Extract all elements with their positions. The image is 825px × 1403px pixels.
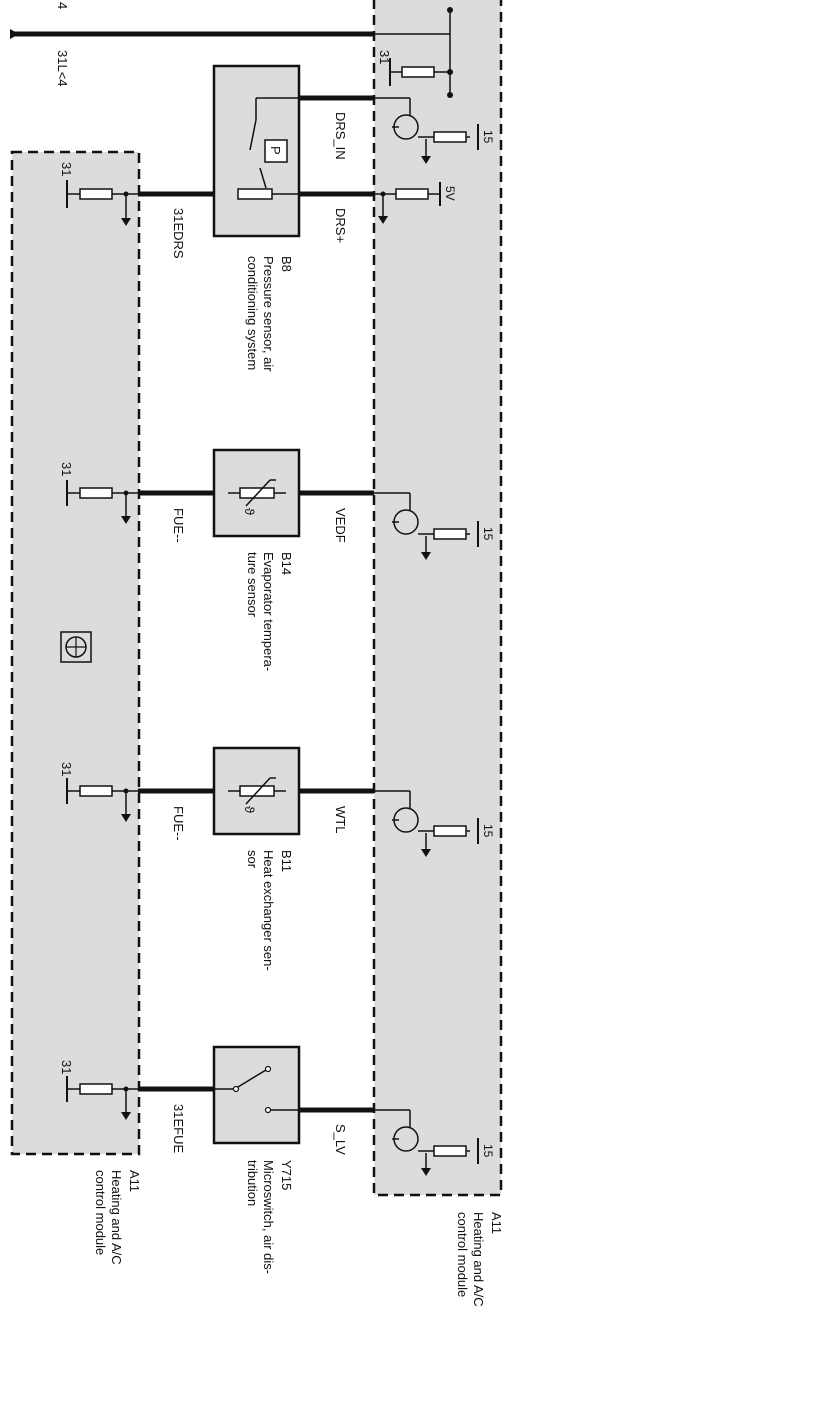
b11-left-ground: 31 <box>59 762 74 776</box>
b11-supply-15: 15 <box>481 824 495 838</box>
b14-symbol: ϑ <box>242 508 257 516</box>
top-ground-label: 31 <box>377 50 392 64</box>
top-cut-label-a: 31L<4 <box>55 50 70 87</box>
b8-ref: B8 <box>279 256 294 272</box>
b14-left-wire: FUE-- <box>171 508 186 543</box>
b8-name-line-1: Pressure sensor, air <box>261 256 276 372</box>
module-right-ref: A11 <box>489 1212 504 1234</box>
module-icon <box>60 631 92 663</box>
module-right-name-2: control module <box>455 1212 470 1297</box>
y715-name-line-2: tribution <box>245 1160 260 1206</box>
y715-supply-15: 15 <box>481 1144 495 1158</box>
y715-ref: Y715 <box>279 1160 294 1190</box>
top-cut-label-b: 4 <box>55 2 70 9</box>
b11-left-wire: FUE-- <box>171 806 186 841</box>
component-b8 <box>66 64 479 238</box>
b8-symbol: P <box>268 146 283 155</box>
b8-supply-5v: 5V <box>443 186 457 201</box>
component-b11 <box>66 746 479 857</box>
y715-left-wire: 31EFUE <box>171 1104 186 1153</box>
b14-name-line-1: Evaporator tempera- <box>261 552 276 671</box>
component-y715 <box>66 1045 479 1176</box>
top-bus <box>10 7 453 98</box>
module-right-box <box>372 0 503 1197</box>
b8-supply-15: 15 <box>481 130 495 144</box>
module-left-ref: A11 <box>127 1170 142 1192</box>
b14-supply-15: 15 <box>481 527 495 541</box>
b11-right-wire: WTL <box>333 806 348 833</box>
b8-left-ground: 31 <box>59 162 74 176</box>
b8-right-wire-2: DRS_IN <box>333 112 348 160</box>
b11-ref: B11 <box>279 850 294 872</box>
b8-left-wire: 31EDRS <box>171 208 186 259</box>
y715-left-ground: 31 <box>59 1060 74 1074</box>
b8-right-wire-1: DRS+ <box>333 208 348 243</box>
b14-right-wire: VEDF <box>333 508 348 543</box>
b14-left-ground: 31 <box>59 462 74 476</box>
component-b14 <box>66 448 479 560</box>
y715-right-wire: S_LV <box>333 1124 348 1155</box>
b14-ref: B14 <box>279 552 294 575</box>
b14-name-line-2: ture sensor <box>245 552 260 618</box>
b8-name-line-2: conditioning system <box>245 256 260 370</box>
b11-symbol: ϑ <box>242 806 257 814</box>
module-right-name-1: Heating and A/C <box>471 1212 486 1307</box>
module-left-name-2: control module <box>93 1170 108 1255</box>
b11-name-line-1: Heat exchanger sen- <box>261 850 276 971</box>
module-left-name-1: Heating and A/C <box>109 1170 124 1265</box>
y715-name-line-1: Microswitch, air dis- <box>261 1160 276 1274</box>
b11-name-line-2: sor <box>245 850 260 869</box>
